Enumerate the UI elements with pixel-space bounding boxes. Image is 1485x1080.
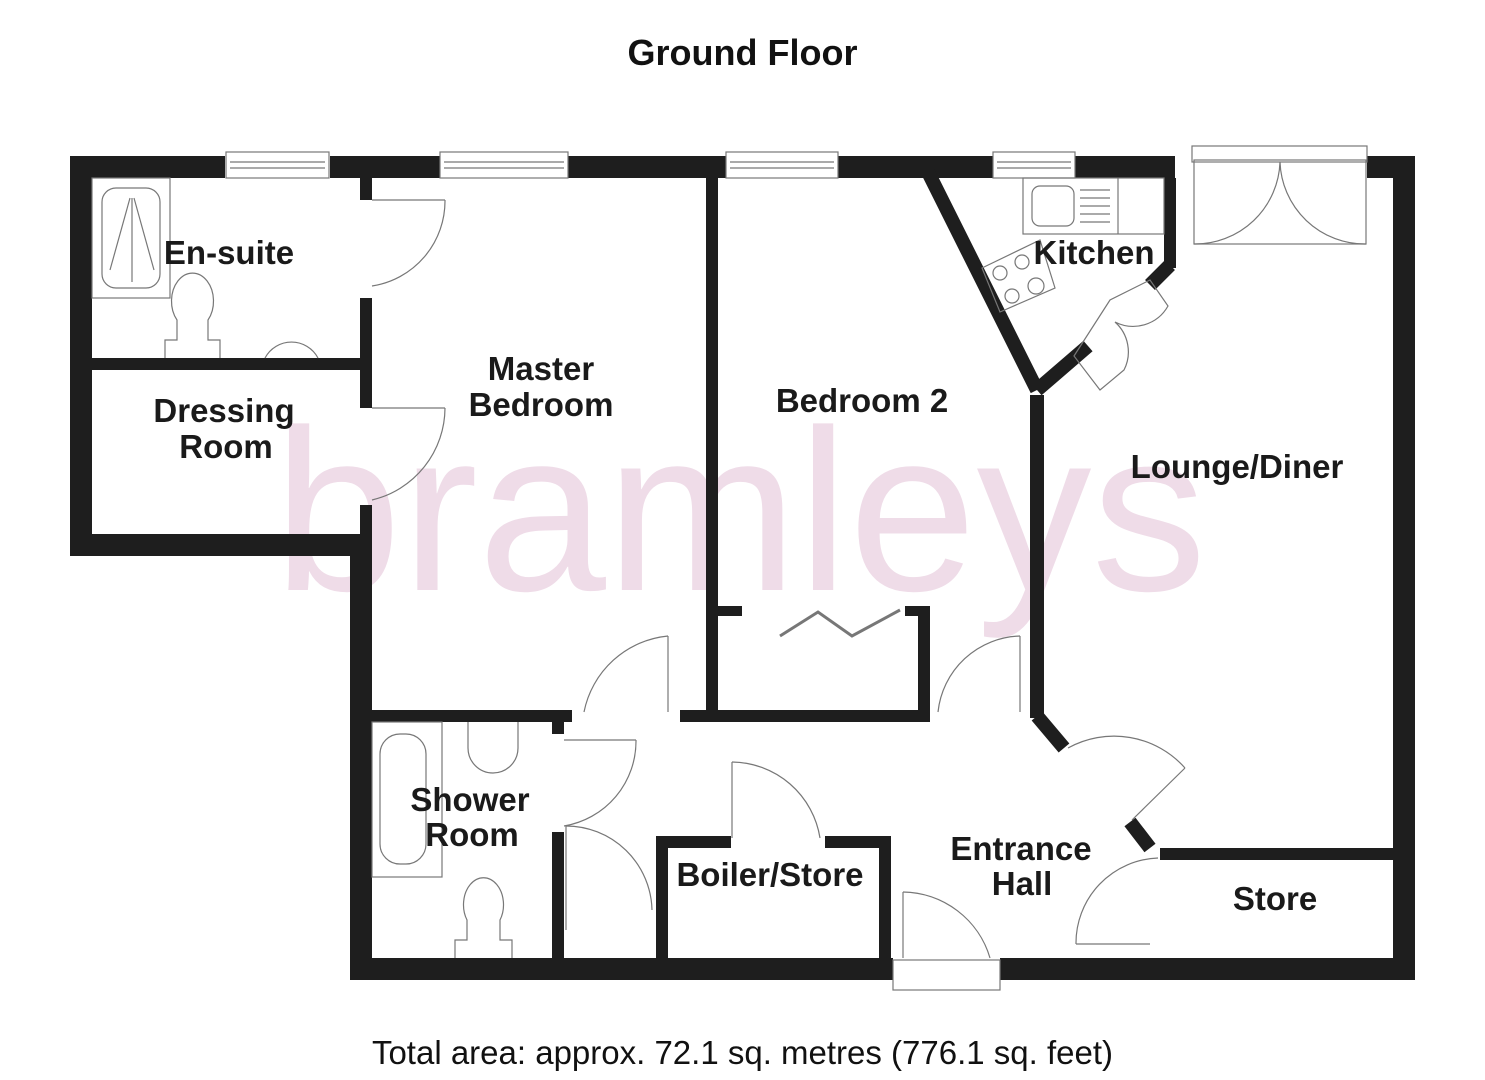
- room-label-boiler-store: Boiler/Store: [676, 856, 863, 893]
- room-label-shower-room-2: Room: [425, 816, 519, 853]
- room-label-ensuite: En-suite: [164, 234, 294, 271]
- watermark-text: bramleys: [273, 382, 1206, 639]
- room-label-entrance-hall: Entrance: [950, 830, 1091, 867]
- room-label-bedroom-2: Bedroom 2: [776, 382, 948, 419]
- room-label-entrance-hall-2: Hall: [992, 865, 1053, 902]
- fixtures: [91, 177, 1165, 958]
- walls: [70, 156, 1415, 980]
- room-label-store: Store: [1233, 880, 1317, 917]
- room-label-lounge-diner: Lounge/Diner: [1131, 448, 1344, 485]
- doors: [371, 159, 1367, 959]
- diagonal-walls: [921, 168, 1175, 853]
- room-label-master-bedroom-2: Bedroom: [469, 386, 614, 423]
- room-label-kitchen: Kitchen: [1033, 234, 1154, 271]
- total-area-caption: Total area: approx. 72.1 sq. metres (776…: [371, 1034, 1114, 1071]
- room-label-master-bedroom: Master: [488, 350, 595, 387]
- room-labels: En-suite Dressing Room Master Bedroom Be…: [153, 234, 1343, 917]
- room-label-shower-room: Shower: [410, 781, 529, 818]
- floor-title: Ground Floor: [627, 32, 858, 73]
- room-label-dressing-room: Dressing: [153, 392, 294, 429]
- windows: [225, 145, 1368, 991]
- room-label-dressing-room-2: Room: [179, 428, 273, 465]
